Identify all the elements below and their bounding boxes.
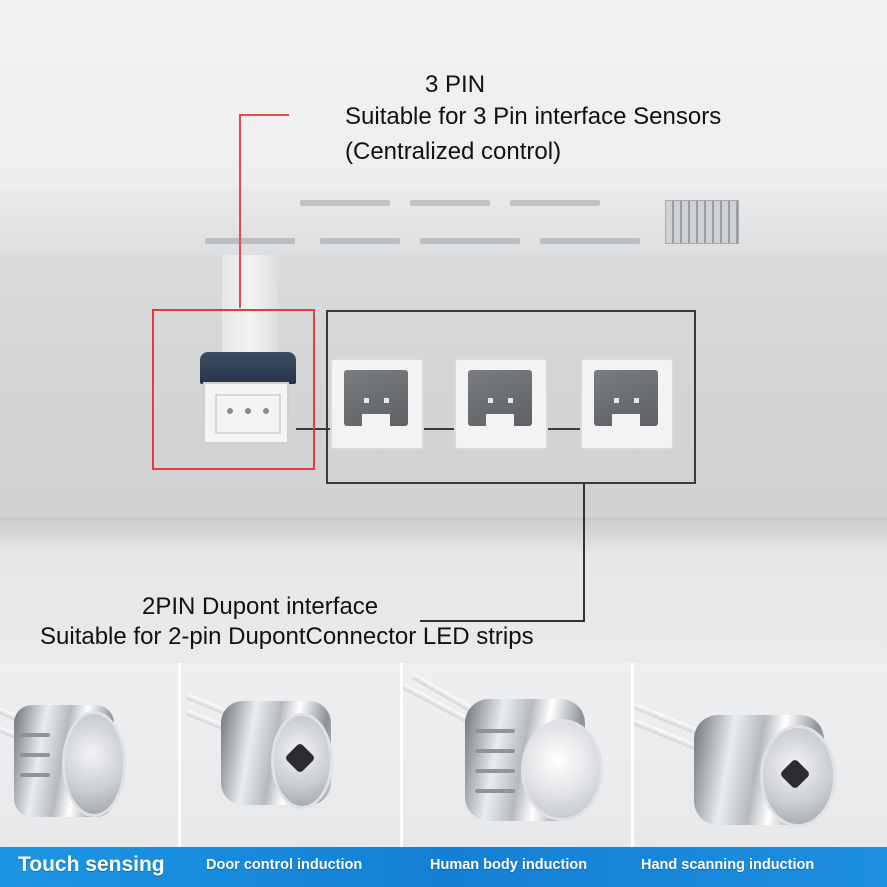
terminal-strip [665,200,739,244]
pin-dot [227,408,233,414]
door-sensor-panel [181,663,400,854]
vent-slot [205,238,295,244]
thread-ring [20,733,50,737]
thread-ring [475,749,515,753]
pin-dot [614,398,619,403]
panel-divider [631,663,634,854]
2pin-socket [454,358,548,450]
2pin-socket [330,358,424,450]
socket-wire [548,428,580,430]
3pin-description: Suitable for 3 Pin interface Sensors [345,103,722,130]
controller-top [0,188,887,258]
panel-divider [178,663,181,854]
touch-sensor-panel [0,663,178,854]
thread-ring [475,729,515,733]
pin-dot [245,408,251,414]
vent-slot [300,200,390,206]
socket-cavity [344,370,408,430]
2pin-socket [580,358,674,450]
pin-dot [364,398,369,403]
hand-scan-sensor-panel [634,663,887,854]
3pin-note: (Centralized control) [345,138,562,165]
socket-wire [424,428,454,430]
vent-slot [410,200,490,206]
pin-dot [634,398,639,403]
2pin-description: Suitable for 2-pin DupontConnector LED s… [40,623,534,650]
controller-front [0,255,887,520]
pin-dot [488,398,493,403]
3pin-leader-line [239,114,241,308]
3pin-highlight-box [152,309,315,470]
vent-slot [510,200,600,206]
2pin-leader-line [420,620,585,622]
sensor-label-bar [0,847,887,887]
3pin-leader-line [241,114,289,116]
pir-lens [521,719,603,821]
thread-ring [475,769,515,773]
hand-scanning-label: Hand scanning induction [641,857,815,873]
3pin-plug [200,352,296,384]
touch-face [62,711,126,817]
thread-ring [475,789,515,793]
panel-divider [400,663,403,854]
socket-cavity [468,370,532,430]
3pin-socket [203,382,289,444]
door-control-label: Door control induction [206,857,363,873]
2pin-highlight-box [326,310,696,484]
pin-dot [263,408,269,414]
vent-slot [420,238,520,244]
3pin-title: 3 PIN [425,71,486,98]
thread-ring [20,753,50,757]
2pin-title: 2PIN Dupont interface [142,593,379,620]
thread-ring [20,773,50,777]
pin-dot [384,398,389,403]
pir-sensor-panel [403,663,631,854]
socket-cavity [594,370,658,430]
pin-dot [508,398,513,403]
2pin-leader-line [583,484,585,622]
controller-shadow [0,517,887,553]
vent-slot [540,238,640,244]
vent-slot [320,238,400,244]
touch-sensing-label: Touch sensing [18,853,165,876]
human-body-label: Human body induction [430,857,588,873]
3pin-cable [222,255,278,367]
